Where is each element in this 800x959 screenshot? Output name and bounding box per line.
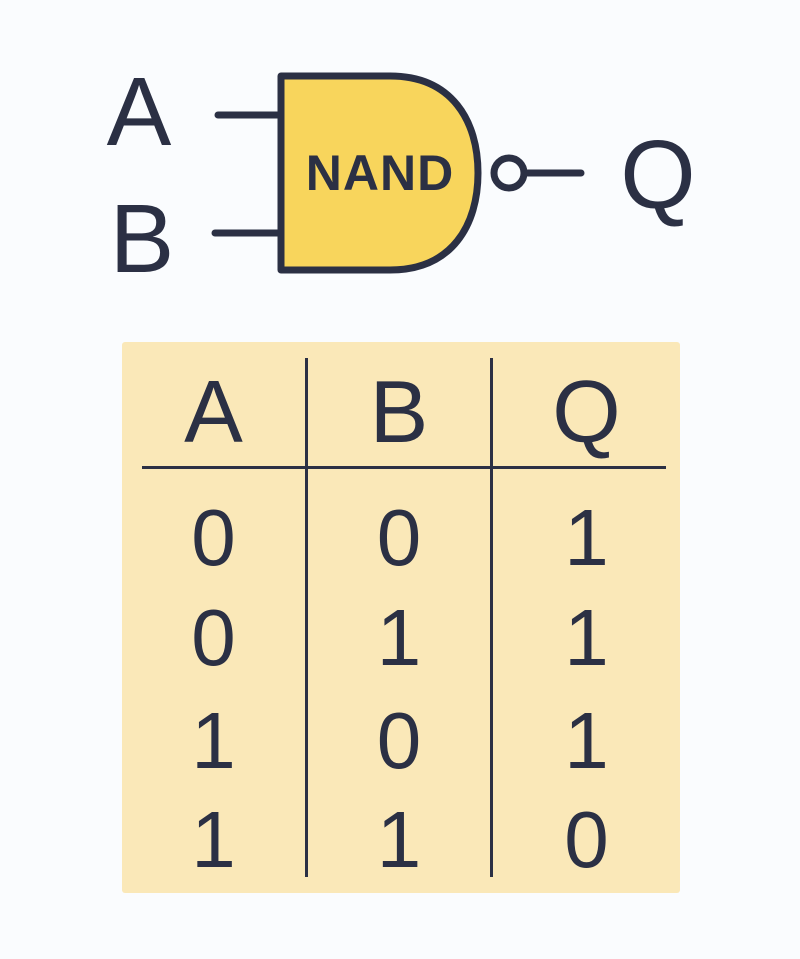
table-cell-row3-q: 1 bbox=[564, 696, 609, 785]
input-a-label: A bbox=[107, 57, 172, 166]
table-cell-row2-q: 1 bbox=[564, 593, 609, 682]
gate-name-label: NAND bbox=[306, 145, 454, 201]
input-b-label: B bbox=[110, 184, 175, 293]
table-cell-row4-q: 0 bbox=[564, 795, 609, 884]
table-cell-row2-b: 1 bbox=[376, 593, 422, 682]
output-q-label: Q bbox=[620, 120, 695, 229]
table-cell-row1-b: 0 bbox=[376, 493, 422, 582]
truth-table-panel: A B Q 0 0 1 0 1 1 1 0 1 1 1 0 bbox=[122, 342, 680, 893]
table-cell-row3-a: 1 bbox=[191, 696, 236, 785]
column-divider-a-b bbox=[305, 358, 308, 877]
table-cell-row1-q: 1 bbox=[564, 493, 609, 582]
column-divider-b-q bbox=[490, 358, 493, 877]
header-cell-b: B bbox=[369, 362, 429, 461]
inversion-bubble bbox=[490, 154, 528, 192]
table-cell-row4-b: 1 bbox=[376, 795, 422, 884]
nand-gate-body bbox=[277, 72, 482, 274]
table-cell-row1-a: 0 bbox=[191, 493, 236, 582]
header-cell-q: Q bbox=[552, 362, 621, 461]
gate-schematic: A B NAND Q bbox=[107, 57, 696, 293]
table-cell-row3-b: 0 bbox=[376, 696, 422, 785]
header-divider bbox=[142, 466, 666, 469]
header-cell-a: A bbox=[184, 362, 243, 461]
table-cell-row4-a: 1 bbox=[191, 795, 236, 884]
table-cell-row2-a: 0 bbox=[191, 593, 236, 682]
